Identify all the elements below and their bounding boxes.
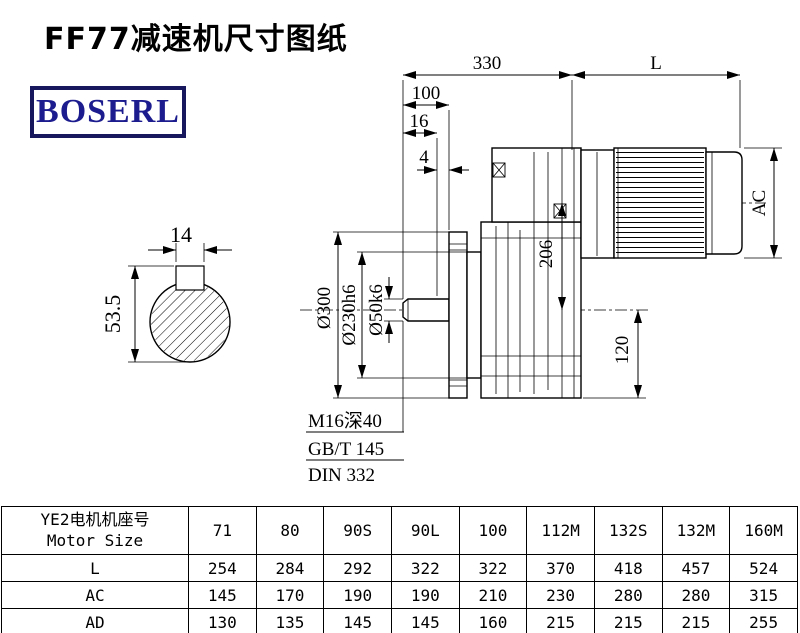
dim-key-depth: 53.5 bbox=[100, 295, 125, 334]
dim-AC: AC bbox=[749, 190, 770, 216]
dim-4: 4 bbox=[419, 147, 429, 168]
value-cell: 230 bbox=[526, 581, 595, 609]
value-cell: 170 bbox=[255, 581, 325, 609]
value-cell: 254 bbox=[188, 554, 257, 582]
shaft-cross-section: 14 53.5 bbox=[100, 222, 232, 363]
dim-206: 206 bbox=[536, 240, 557, 269]
vent-plug bbox=[553, 203, 567, 219]
dim-shaft: Ø50k6 bbox=[366, 284, 387, 336]
hatch-fill bbox=[151, 283, 229, 361]
value-cell: 284 bbox=[255, 554, 325, 582]
motor-size-cell: 100 bbox=[458, 506, 528, 555]
brand-logo-text: BOSERL bbox=[36, 93, 180, 130]
dim-flange-od: Ø300 bbox=[314, 287, 335, 329]
row-label-cell: AD bbox=[1, 608, 189, 633]
value-cell: 210 bbox=[458, 581, 528, 609]
thread-notes: M16深40 GB/T 145 DIN 332 bbox=[306, 410, 404, 486]
value-cell: 370 bbox=[526, 554, 595, 582]
value-cell: 215 bbox=[593, 608, 663, 633]
value-cell: 524 bbox=[729, 554, 798, 582]
value-cell: 457 bbox=[661, 554, 731, 582]
dim-key-width: 14 bbox=[170, 222, 192, 247]
flange-spigot bbox=[466, 251, 482, 379]
value-cell: 145 bbox=[323, 608, 392, 633]
dim-100: 100 bbox=[412, 83, 441, 104]
dim-16: 16 bbox=[410, 111, 429, 132]
flange bbox=[448, 231, 468, 399]
keyway bbox=[175, 265, 205, 291]
value-cell: 160 bbox=[458, 608, 528, 633]
housing-upper bbox=[491, 147, 582, 223]
value-cell: 130 bbox=[188, 608, 257, 633]
vertical-dimensions: 206 120 bbox=[536, 203, 646, 399]
motor-size-cell: 90L bbox=[390, 506, 460, 555]
motor-size-cell: 132S bbox=[593, 506, 663, 555]
diameter-dimensions: Ø300 Ø230h6 Ø50k6 bbox=[314, 231, 467, 399]
value-cell: 322 bbox=[390, 554, 460, 582]
value-cell: 215 bbox=[661, 608, 731, 633]
motor-size-cell: 71 bbox=[188, 506, 257, 555]
page-title: FF77减速机尺寸图纸 bbox=[44, 22, 348, 57]
note-thread: M16深40 bbox=[308, 410, 382, 432]
fan-cover bbox=[705, 151, 743, 255]
motor-size-cell: 112M bbox=[526, 506, 595, 555]
motor-size-cell: 80 bbox=[255, 506, 325, 555]
output-shaft bbox=[402, 298, 450, 322]
dim-spigot: Ø230h6 bbox=[339, 284, 360, 345]
value-cell: 145 bbox=[188, 581, 257, 609]
motor-adapter bbox=[580, 149, 615, 259]
motor-size-cell: 90S bbox=[323, 506, 392, 555]
gearbox-side-view bbox=[402, 147, 743, 399]
value-cell: 322 bbox=[458, 554, 528, 582]
value-cell: 135 bbox=[255, 608, 325, 633]
value-cell: 255 bbox=[729, 608, 798, 633]
value-cell: 145 bbox=[390, 608, 460, 633]
brand-logo: BOSERL bbox=[30, 86, 186, 138]
value-cell: 190 bbox=[390, 581, 460, 609]
row-label-cell: AC bbox=[1, 581, 189, 609]
note-gb-standard: GB/T 145 bbox=[308, 439, 384, 460]
motor-size-cell: 132M bbox=[661, 506, 731, 555]
value-cell: 280 bbox=[593, 581, 663, 609]
oil-plug bbox=[492, 162, 506, 178]
dim-120: 120 bbox=[612, 336, 633, 365]
value-cell: 418 bbox=[593, 554, 663, 582]
ac-dimension: AC bbox=[744, 147, 782, 259]
motor-fins bbox=[616, 150, 704, 256]
value-cell: 280 bbox=[661, 581, 731, 609]
value-cell: 315 bbox=[729, 581, 798, 609]
value-cell: 292 bbox=[323, 554, 392, 582]
top-dimensions: 330 L 100 16 4 bbox=[402, 53, 741, 432]
value-cell: 215 bbox=[526, 608, 595, 633]
dim-330: 330 bbox=[473, 53, 502, 74]
motor-size-cell: 160M bbox=[729, 506, 798, 555]
note-din-standard: DIN 332 bbox=[308, 465, 375, 486]
dim-L: L bbox=[650, 53, 662, 74]
row-label-cell: L bbox=[1, 554, 189, 582]
value-cell: 190 bbox=[323, 581, 392, 609]
